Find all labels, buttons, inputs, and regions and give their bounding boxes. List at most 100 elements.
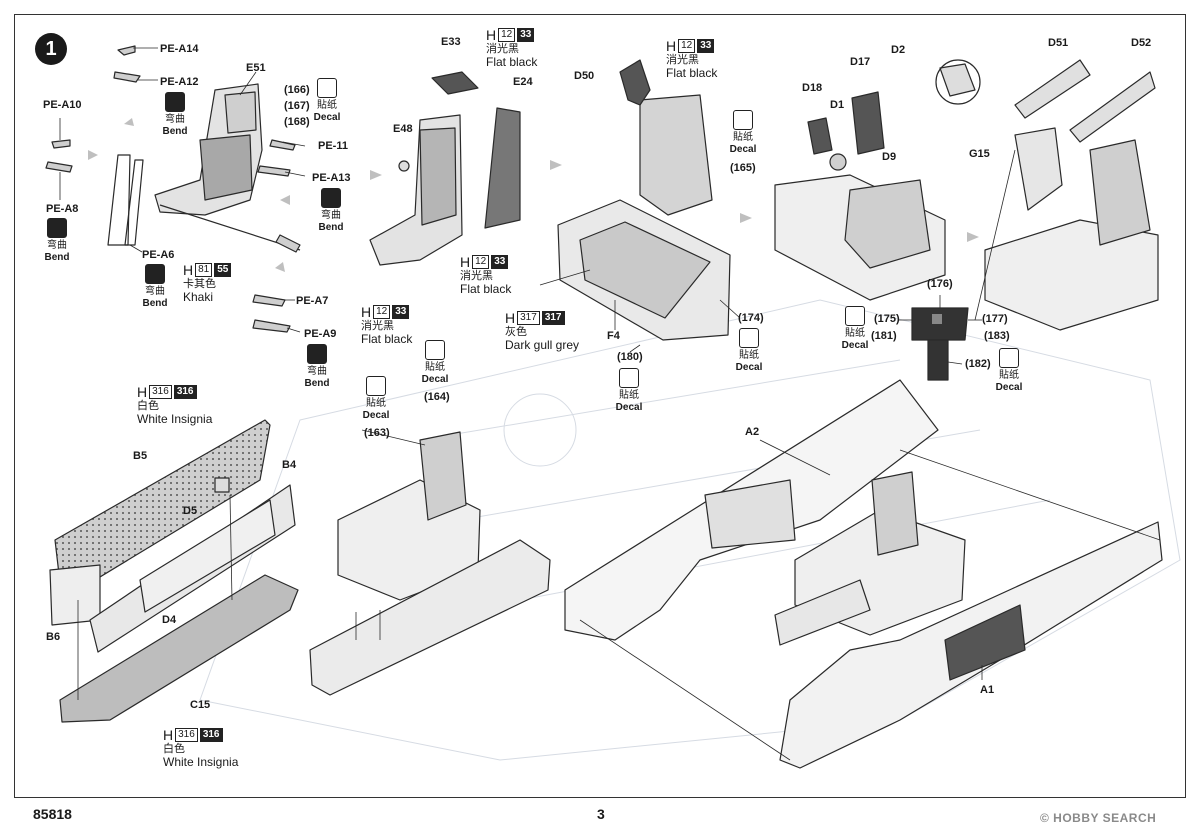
paint-name-en: Flat black: [666, 66, 718, 80]
paint-name-en: Flat black: [486, 55, 538, 69]
decal-en: Decal: [995, 382, 1023, 393]
step-number-badge: 1: [35, 33, 67, 65]
direction-arrows: [88, 118, 979, 272]
decal-en: Decal: [421, 374, 449, 385]
decal-en: Decal: [735, 362, 763, 373]
decal-number-182: (182): [965, 358, 991, 370]
paint-h: H: [183, 262, 194, 278]
paint-code: 316: [149, 385, 172, 399]
bend-tag: 弯曲 Bend: [316, 188, 346, 234]
paint-name-cn: 消光黑: [666, 54, 699, 66]
paint-code: 12: [498, 28, 516, 42]
decal-tag: 貼纸 Decal: [994, 348, 1024, 394]
label-d2: D2: [891, 44, 906, 56]
decal-number-180: (180): [617, 351, 643, 363]
paint-h: H: [163, 727, 174, 743]
paint-code-alt: 55: [214, 263, 232, 277]
label-d50: D50: [574, 70, 595, 82]
paint-name-en: Flat black: [460, 282, 512, 296]
decal-number-168: (168): [284, 116, 310, 128]
decal-tag: 貼纸 Decal: [614, 368, 644, 414]
decal-number-167: (167): [284, 100, 310, 112]
watermark: © HOBBY SEARCH: [1040, 811, 1157, 825]
bend-cn: 弯曲: [47, 240, 67, 251]
paint-code-alt: 33: [491, 255, 509, 269]
cockpit-tub-3: [984, 59, 1159, 331]
decal-sheet-icon: [999, 348, 1019, 368]
decal-number-175: (175): [874, 313, 900, 325]
cockpit-tub-5: [774, 471, 966, 646]
label-d5: D5: [183, 505, 198, 517]
paint-code-alt: 33: [697, 39, 715, 53]
decal-sheet-icon: [425, 340, 445, 360]
label-b4: B4: [282, 459, 297, 471]
page-number: 3: [597, 806, 605, 822]
paint-code: 12: [472, 255, 490, 269]
paint-code-alt: 33: [392, 305, 410, 319]
decal-number-163: (163): [364, 427, 390, 439]
label-d9: D9: [882, 151, 897, 163]
bend-icon: [145, 264, 165, 284]
leader-lines: [59, 47, 1161, 761]
decal-number-164: (164): [424, 391, 450, 403]
decal-en: Decal: [362, 410, 390, 421]
bend-cn: 弯曲: [321, 210, 341, 221]
label-pe-a12: PE-A12: [160, 76, 199, 88]
label-e33: E33: [441, 36, 461, 48]
label-pe-a13: PE-A13: [312, 172, 351, 184]
decal-tag: 貼纸 Decal: [312, 78, 342, 124]
label-pe-a10: PE-A10: [43, 99, 82, 111]
paint-code-alt: 33: [517, 28, 535, 42]
paint-h: H: [361, 304, 372, 320]
bulkhead-b6: [49, 564, 101, 626]
decal-tag: 貼纸 Decal: [420, 340, 450, 386]
cockpit-floor-c15: [59, 574, 299, 723]
paint-name-en: Khaki: [183, 290, 214, 304]
instrument-panel-decal: [911, 307, 969, 381]
decal-en: Decal: [729, 144, 757, 155]
decal-sheet-icon: [845, 306, 865, 326]
decal-number-165: (165): [730, 162, 756, 174]
bend-en: Bend: [162, 126, 188, 137]
paint-code: 317: [517, 311, 540, 325]
page-frame: [14, 14, 1186, 798]
label-e51: E51: [246, 62, 266, 74]
label-pe-a9: PE-A9: [304, 328, 337, 340]
cockpit-tub-1: [557, 59, 731, 341]
decal-sheet-icon: [317, 78, 337, 98]
decal-cn: 貼纸: [999, 370, 1019, 381]
label-d52: D52: [1131, 37, 1152, 49]
paint-name-cn: 灰色: [505, 326, 527, 338]
paint-code-alt: 316: [173, 385, 197, 399]
decal-cn: 貼纸: [425, 362, 445, 373]
bend-icon: [307, 344, 327, 364]
label-d18: D18: [802, 82, 823, 94]
bend-icon: [321, 188, 341, 208]
decal-number-166: (166): [284, 84, 310, 96]
label-b5: B5: [133, 450, 148, 462]
decal-sheet-icon: [619, 368, 639, 388]
bend-tag: 弯曲 Bend: [42, 218, 72, 264]
decal-en: Decal: [313, 112, 341, 123]
label-e24: E24: [513, 76, 533, 88]
paint-name-en: Dark gull grey: [505, 338, 580, 352]
paint-h: H: [505, 310, 516, 326]
paint-name-cn: 白色: [163, 743, 185, 755]
decal-tag: 貼纸 Decal: [734, 328, 764, 374]
decal-tag: 貼纸 Decal: [361, 376, 391, 422]
paint-code: 81: [195, 263, 213, 277]
bend-cn: 弯曲: [165, 114, 185, 125]
label-g15: G15: [969, 148, 990, 160]
bend-cn: 弯曲: [145, 286, 165, 297]
paint-name-cn: 卡其色: [183, 278, 216, 290]
paint-name-en: White Insignia: [163, 755, 239, 769]
label-a1: A1: [980, 684, 995, 696]
cockpit-tub-4: [309, 431, 551, 696]
